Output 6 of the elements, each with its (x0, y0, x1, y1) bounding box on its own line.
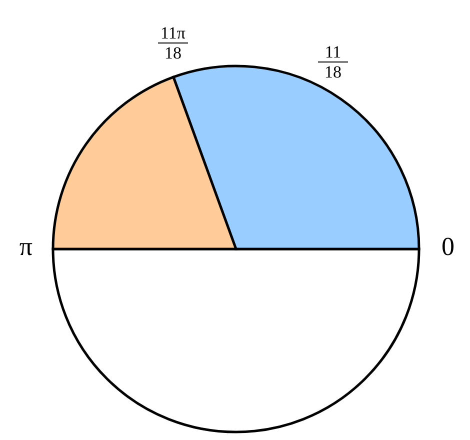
angle-label: 0 (442, 232, 454, 262)
numerator: 11π (160, 24, 186, 42)
angle-label: π (19, 232, 33, 262)
numerator: 11 (324, 42, 342, 62)
denominator: 18 (164, 44, 182, 62)
denominator: 18 (324, 62, 342, 82)
